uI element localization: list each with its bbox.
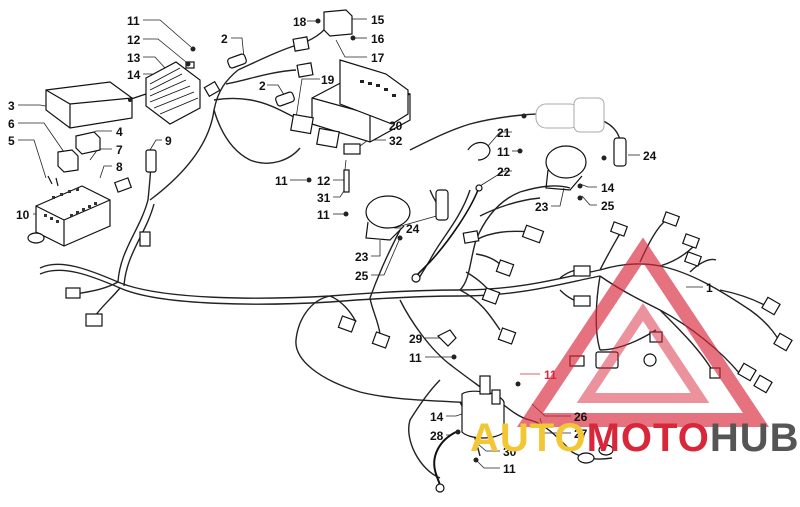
watermark-logo: AUTOMOTOHUB: [470, 418, 800, 458]
callout-27: 27: [574, 427, 588, 441]
components: [27, 9, 793, 493]
connector-2a: [227, 53, 247, 69]
clip-29: [436, 329, 457, 347]
ecu-connector-a: [290, 113, 314, 135]
callout-7: 7: [116, 143, 123, 157]
watermark-hub: HUB: [709, 416, 800, 460]
watermark-moto: MOTO: [586, 416, 710, 460]
callout-32: 32: [389, 134, 403, 148]
callout-11: 11: [127, 14, 140, 28]
callout-17: 17: [371, 51, 385, 65]
callout-2: 2: [221, 32, 228, 46]
watermark-triangle: [516, 237, 770, 427]
callout-26: 26: [574, 410, 588, 424]
callout-5: 5: [8, 134, 15, 148]
callout-2: 2: [259, 79, 266, 93]
relay-box-cover: [45, 81, 133, 129]
callout-11: 11: [409, 351, 422, 365]
callout-14: 14: [430, 410, 444, 424]
callout-13: 13: [127, 51, 141, 65]
callout-9: 9: [165, 134, 172, 148]
callout-31: 31: [317, 191, 331, 205]
callout-1: 1: [706, 281, 713, 295]
relay-4: [75, 131, 101, 155]
ecu-connector-b: [316, 127, 340, 149]
spark-cap-rear: [613, 137, 627, 167]
callout-29: 29: [409, 332, 423, 346]
callout-3: 3: [8, 99, 15, 113]
callout-11: 11: [497, 145, 510, 159]
callout-24: 24: [406, 222, 420, 236]
callout-11: 11: [275, 174, 288, 188]
connector-2b: [275, 91, 295, 107]
callout-28: 28: [430, 429, 444, 443]
callout-25: 25: [601, 199, 615, 213]
callout-30: 30: [503, 445, 517, 459]
callout-23: 23: [355, 250, 369, 264]
callout-12: 12: [317, 174, 331, 188]
callout-11: 11: [317, 208, 330, 222]
fasteners: [128, 18, 607, 463]
callout-25: 25: [355, 269, 369, 283]
relay-15: [323, 9, 353, 37]
callout-16: 16: [371, 32, 385, 46]
connector-8: [113, 177, 133, 193]
callout-21: 21: [497, 126, 511, 140]
callout-15: 15: [371, 13, 385, 27]
sensor-9: [145, 149, 157, 173]
callout-20: 20: [389, 119, 403, 133]
clamp-21: [467, 141, 491, 161]
callout-14: 14: [127, 68, 141, 82]
callout-19: 19: [321, 73, 335, 87]
callout-11: 11: [544, 368, 557, 382]
callout-11: 11: [503, 462, 516, 476]
grommet-10: [27, 232, 45, 244]
callout-4: 4: [116, 125, 123, 139]
ignition-coil-front: [365, 195, 411, 229]
callout-8: 8: [116, 160, 123, 174]
callout-23: 23: [535, 200, 549, 214]
callout-18: 18: [293, 15, 307, 29]
callout-14: 14: [601, 181, 615, 195]
callout-12: 12: [127, 33, 141, 47]
relay-6: [57, 149, 79, 173]
callout-22: 22: [497, 165, 511, 179]
ecu-bracket: [339, 59, 409, 125]
callout-6: 6: [8, 117, 15, 131]
callout-24: 24: [643, 149, 657, 163]
callout-10: 10: [16, 208, 30, 222]
watermark-auto: AUTO: [470, 416, 587, 460]
ignition-coil-rear: [545, 145, 587, 179]
